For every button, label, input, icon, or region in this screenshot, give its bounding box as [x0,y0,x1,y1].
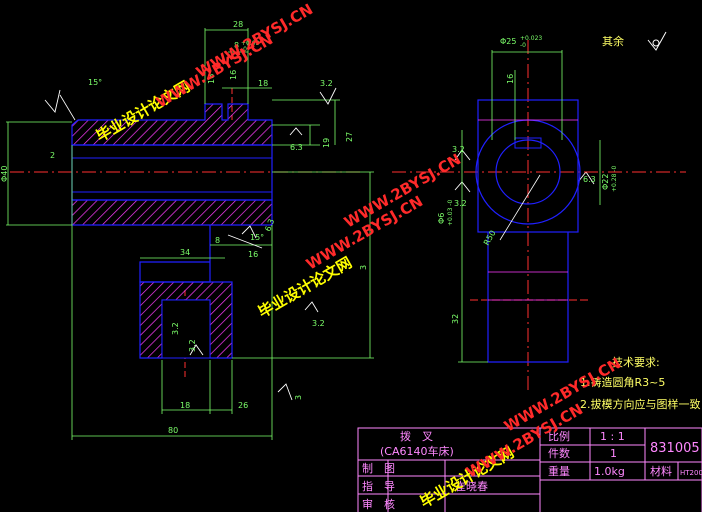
dim-phi6-tol: +0.03 -0 [447,200,454,226]
dim-phi22: Φ22 [601,174,610,190]
dim-34: 34 [180,248,190,257]
dim-18: 18 [258,79,268,88]
fork-lower-outline [487,232,569,363]
hub-bottom-hatch [71,199,273,226]
end-dim-lines [458,50,601,363]
drawing-number: 831005 [650,441,700,456]
dim-3-2-d: 3.2 [188,339,197,352]
dim-16c: 16 [248,250,258,259]
dim-80: 80 [168,426,178,435]
dim-phi40: Φ40 [0,166,9,182]
dim-phi25-lower: -0 [520,42,526,49]
dim-6-3-right: 6.3 [583,175,596,184]
dim-27: 27 [345,132,354,142]
end-view [392,40,686,392]
material-value: HT200 [680,469,702,477]
dim-6-3-arm: 6.3 [263,218,276,233]
dim-26: 26 [238,401,248,410]
part-name: 拨 叉 [400,429,433,443]
dim-8b: 8 [215,236,220,245]
review-label: 审 核 [362,497,395,511]
watermark-site-1b: WWW.2BYSJ.CN [153,30,276,111]
dim-8-tol: 8 [234,41,239,50]
tech-note-1: 1.铸造圆角R3~5 [580,375,665,389]
rest-roughness-icon [647,31,667,51]
bore-circle [495,139,561,205]
qty-value: 1 [610,447,617,460]
dim-3-2-c: 3.2 [171,322,180,335]
dim-16b: 16 [207,74,216,84]
tech-title: 技术要求: [612,356,660,369]
dim-3-x: 3 [294,395,303,400]
hub-top-hatch [71,103,273,146]
tech-note-2: 2.拔模方向应与图样一致 [580,397,701,411]
dim-phi25-upper: +0.023 [520,35,542,42]
guide-value: 崔晓春 [455,479,488,493]
scale-label: 比例 [548,429,570,443]
dim-8-tol-lower: -0 [241,46,247,53]
dim-phi22-tol: +0.28 -0 [611,166,618,192]
dim-3-2-right-2: 3.2 [454,199,467,208]
qty-label: 件数 [548,447,570,460]
watermark-cn-2: 毕业设计论文网 [255,253,355,321]
section-dim-lines [6,28,374,440]
dim-phi25: Φ25 [500,37,516,46]
weight-value: 1.0kg [594,465,625,478]
dim-28: 28 [233,20,243,29]
material-label: 材料 [650,464,672,478]
boss-outline [477,99,579,233]
arm-outline [139,225,211,283]
dim-16a: 16 [229,70,238,80]
dim-8-tol-upper: +0.03 [241,40,260,47]
dim-3-2-top: 3.2 [320,79,333,88]
dim-3-2-right-1: 3.2 [452,145,465,154]
dim-19: 19 [322,138,331,148]
dim-3-h: 3 [359,265,368,270]
dim-3-2-b: 3.2 [312,319,325,328]
dim-15-degree: 15° [88,78,102,87]
dim-18b: 18 [180,401,190,410]
dim-2: 2 [50,151,55,160]
keyway [514,137,542,149]
dim-32-right: 32 [451,314,460,324]
dim-16-right: 16 [506,74,515,84]
rest-label: 其余 [602,34,624,48]
part-model: (CA6140车床) [380,444,454,458]
dim-15-degree-b: 15° [250,233,264,242]
scale-value: 1 : 1 [600,430,625,443]
dim-6-3-a: 6.3 [290,143,303,152]
fork-slot [161,299,211,359]
title-block [357,427,702,512]
section-view [10,88,360,380]
dim-phi6: Φ6 [437,213,446,224]
weight-label: 重量 [548,464,570,478]
draw-label: 制 图 [362,462,395,475]
guide-label: 指 导 [362,479,395,493]
